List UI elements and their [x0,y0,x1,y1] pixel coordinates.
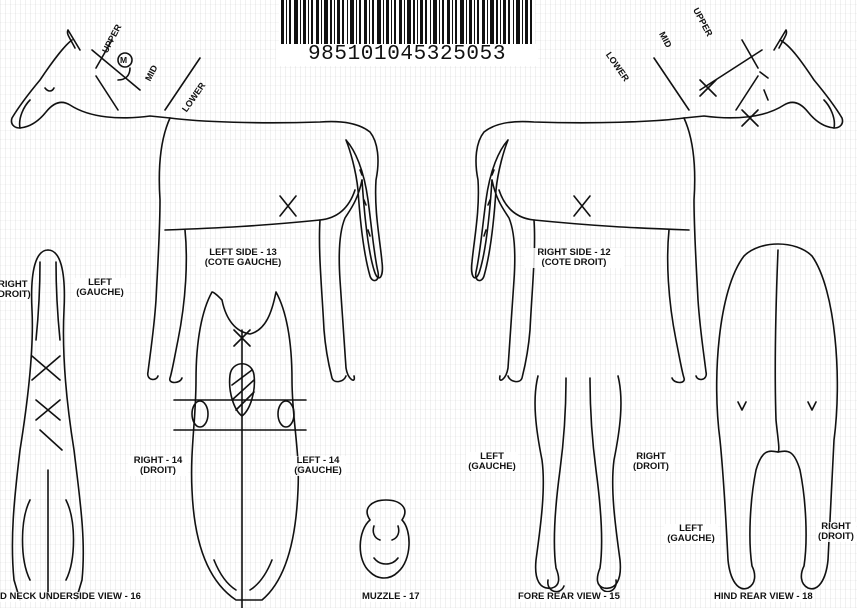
head-right-subtitle: (DROIT) [128,466,188,476]
hind-right-label: RIGHT (DROIT) [816,522,856,542]
neck-left-subtitle: (GAUCHE) [74,288,126,298]
fore-rear-caption: FORE REAR VIEW - 15 [518,592,620,602]
head-left-label: LEFT - 14 (GAUCHE) [290,456,346,476]
hind-left-label: LEFT (GAUCHE) [664,524,718,544]
hind-left-subtitle: (GAUCHE) [664,534,718,544]
left-side-subtitle: (COTE GAUCHE) [196,258,290,268]
fore-rear-view-outline [535,376,621,592]
muzzle-outline [360,500,409,578]
muzzle-caption: MUZZLE - 17 [362,592,420,602]
fore-right-subtitle: (DROIT) [628,462,674,472]
neck-underside-outline [12,250,83,600]
fore-left-label: LEFT (GAUCHE) [466,452,518,472]
fore-left-subtitle: (GAUCHE) [466,462,518,472]
neck-right-subtitle: DROIT) [0,290,28,300]
right-side-label: RIGHT SIDE - 12 (COTE DROIT) [524,248,624,268]
head-front-outline [174,292,306,608]
left-side-label: LEFT SIDE - 13 (COTE GAUCHE) [196,248,290,268]
neck-right-label: RIGHT DROIT) [0,280,28,300]
barcode [279,0,535,44]
left-marker-label: M [120,55,127,65]
hind-rear-caption: HIND REAR VIEW - 18 [714,592,813,602]
right-horse-outline [472,30,843,383]
hind-right-subtitle: (DROIT) [816,532,856,542]
head-right-label: RIGHT - 14 (DROIT) [128,456,188,476]
fore-right-label: RIGHT (DROIT) [628,452,674,472]
right-side-subtitle: (COTE DROIT) [524,258,624,268]
neck-underside-caption: D NECK UNDERSIDE VIEW - 16 [0,592,141,602]
head-left-subtitle: (GAUCHE) [290,466,346,476]
barcode-number: 985101045325053 [276,44,538,66]
neck-left-label: LEFT (GAUCHE) [74,278,126,298]
